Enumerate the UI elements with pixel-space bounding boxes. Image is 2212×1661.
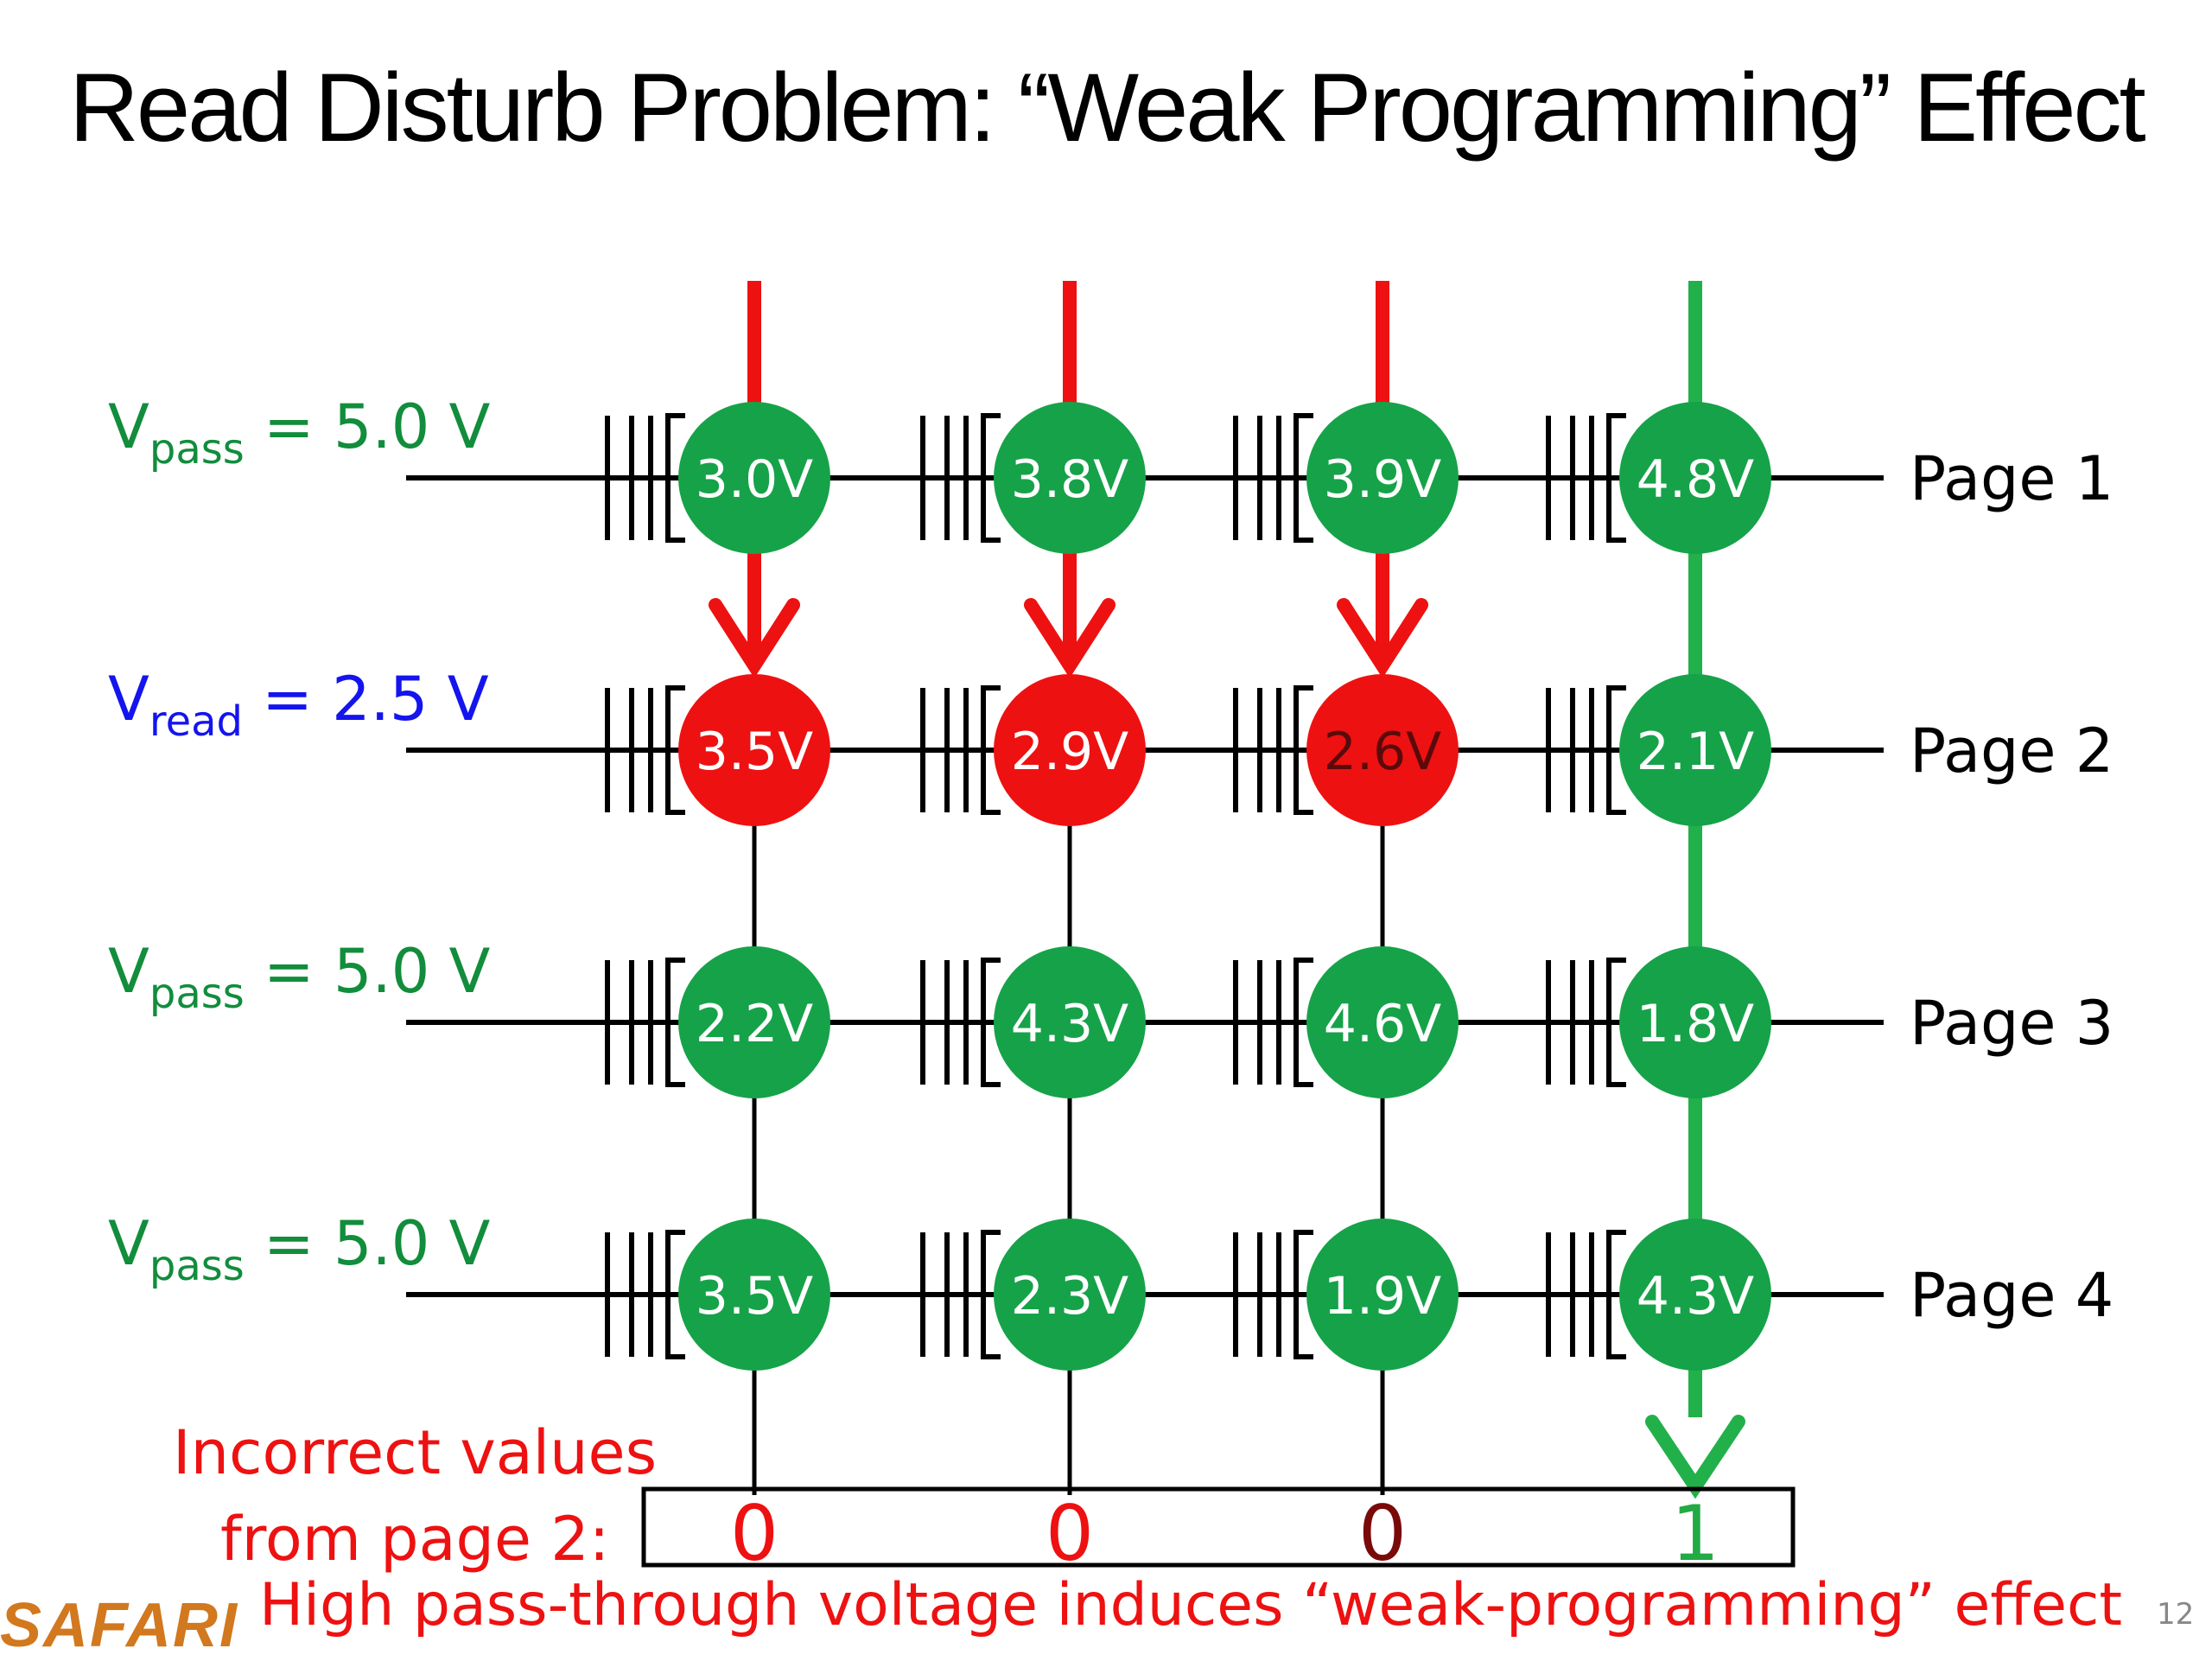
cell-r3-c1 <box>678 946 830 1098</box>
slide-title: Read Disturb Problem: “Weak Programming”… <box>69 54 2146 162</box>
cell-r4-c1 <box>678 1219 830 1371</box>
gate-r1-c3-bracket <box>1294 413 1313 543</box>
voltage-symbol: V <box>108 936 149 1007</box>
output-bit-2: 0 <box>1046 1489 1094 1578</box>
gate-r2-c1-bracket <box>665 685 685 815</box>
red-flow-arrowhead-3 <box>1337 598 1428 678</box>
cell-value-r1-c1: 3.0V <box>696 449 813 510</box>
gate-r2-c3-bracket <box>1294 685 1313 815</box>
green-flow-arrowhead <box>1645 1415 1745 1499</box>
cell-r4-c4 <box>1619 1219 1771 1371</box>
red-flow-arrowhead-1 <box>709 598 800 678</box>
gate-r4-c2-bracket <box>981 1230 1001 1359</box>
voltage-subscript: pass <box>149 1242 245 1290</box>
cell-r1-c3 <box>1306 402 1459 554</box>
page-label-4: Page 4 <box>1910 1260 2114 1331</box>
voltage-value: = 2.5 V <box>242 664 489 735</box>
gate-r1-c4-bracket <box>1606 413 1626 543</box>
output-bit-3: 0 <box>1358 1489 1407 1578</box>
voltage-symbol: V <box>108 1208 149 1279</box>
cell-value-r4-c4: 4.3V <box>1637 1266 1754 1327</box>
voltage-value: = 5.0 V <box>244 1208 491 1279</box>
cell-value-r2-c4: 2.1V <box>1637 722 1754 782</box>
safari-logo: SAFARI <box>0 1591 239 1660</box>
cell-value-r3-c4: 1.8V <box>1637 994 1754 1054</box>
cell-value-r4-c3: 1.9V <box>1324 1266 1441 1327</box>
cell-value-r3-c1: 2.2V <box>696 994 813 1054</box>
output-register-box <box>641 1486 1796 1568</box>
error-label-line1: Incorrect values <box>173 1417 658 1488</box>
cell-r3-c2 <box>994 946 1146 1098</box>
cell-r1-c1 <box>678 402 830 554</box>
cell-r3-c4 <box>1619 946 1771 1098</box>
cell-value-r1-c2: 3.8V <box>1011 449 1128 510</box>
voltage-symbol: V <box>108 664 149 735</box>
page-label-1: Page 1 <box>1910 443 2114 514</box>
cell-r2-c4 <box>1619 674 1771 826</box>
cell-value-r1-c3: 3.9V <box>1324 449 1441 510</box>
slide-number: 12 <box>2157 1597 2195 1632</box>
cell-value-r2-c1: 3.5V <box>696 722 813 782</box>
cell-r2-c3 <box>1306 674 1459 826</box>
output-bit-1: 0 <box>730 1489 779 1578</box>
gate-r2-c4-bracket <box>1606 685 1626 815</box>
gate-r4-c1-bracket <box>665 1230 685 1359</box>
cell-r1-c4 <box>1619 402 1771 554</box>
voltage-subscript: pass <box>149 425 245 474</box>
voltage-symbol: V <box>108 391 149 462</box>
gate-r4-c4-bracket <box>1606 1230 1626 1359</box>
gate-r3-c3-bracket <box>1294 958 1313 1087</box>
voltage-value: = 5.0 V <box>244 936 491 1007</box>
error-label-line2: from page 2: <box>220 1504 610 1575</box>
row-voltage-label-1: Vpass = 5.0 V <box>108 391 490 474</box>
cell-value-r1-c4: 4.8V <box>1637 449 1754 510</box>
cell-value-r3-c3: 4.6V <box>1324 994 1441 1054</box>
row-voltage-label-2: Vread = 2.5 V <box>108 664 489 746</box>
output-bit-4: 1 <box>1671 1489 1719 1578</box>
gate-r3-c4-bracket <box>1606 958 1626 1087</box>
gate-r3-c2-bracket <box>981 958 1001 1087</box>
footer-message: High pass-through voltage induces “weak-… <box>259 1571 2123 1639</box>
cell-r3-c3 <box>1306 946 1459 1098</box>
cell-r1-c2 <box>994 402 1146 554</box>
voltage-subscript: read <box>149 697 243 746</box>
cell-value-r2-c3: 2.6V <box>1324 722 1441 782</box>
cell-r4-c2 <box>994 1219 1146 1371</box>
gate-r3-c1-bracket <box>665 958 685 1087</box>
cell-value-r3-c2: 4.3V <box>1011 994 1128 1054</box>
voltage-value: = 5.0 V <box>244 391 491 462</box>
cell-r2-c1 <box>678 674 830 826</box>
row-voltage-label-4: Vpass = 5.0 V <box>108 1208 490 1290</box>
cell-r4-c3 <box>1306 1219 1459 1371</box>
cell-value-r4-c2: 2.3V <box>1011 1266 1128 1327</box>
cell-value-r2-c2: 2.9V <box>1011 722 1128 782</box>
gate-r2-c2-bracket <box>981 685 1001 815</box>
cell-value-r4-c1: 3.5V <box>696 1266 813 1327</box>
gate-r4-c3-bracket <box>1294 1230 1313 1359</box>
red-flow-arrowhead-2 <box>1024 598 1116 678</box>
page-label-3: Page 3 <box>1910 988 2114 1059</box>
gate-r1-c1-bracket <box>665 413 685 543</box>
voltage-subscript: pass <box>149 970 245 1018</box>
page-label-2: Page 2 <box>1910 716 2114 786</box>
gate-r1-c2-bracket <box>981 413 1001 543</box>
row-voltage-label-3: Vpass = 5.0 V <box>108 936 490 1018</box>
cell-r2-c2 <box>994 674 1146 826</box>
